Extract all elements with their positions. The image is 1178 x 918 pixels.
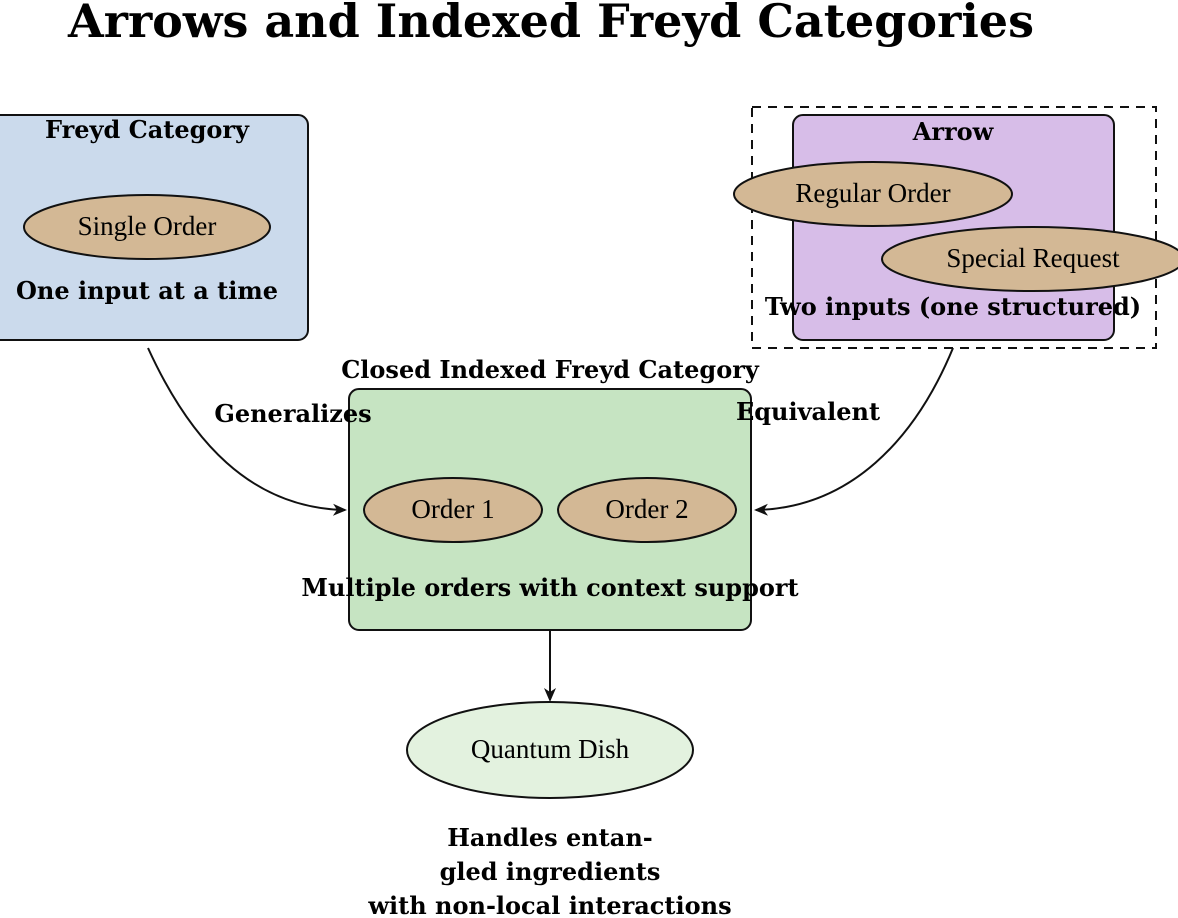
arrow-caption: Two inputs (one structured) <box>765 292 1141 321</box>
closed-indexed-freyd-header: Closed Indexed Freyd Category <box>341 355 760 384</box>
order-2-node <box>557 477 737 543</box>
equivalent-label: Equivalent <box>736 397 880 426</box>
generalizes-label: Generalizes <box>214 399 371 428</box>
regular-order-label: Regular Order <box>795 178 950 208</box>
single-order-label: Single Order <box>78 211 217 241</box>
closed-indexed-freyd-caption: Multiple orders with context support <box>301 573 798 602</box>
arrow-dashed-outline <box>751 106 1157 349</box>
order-1-node <box>363 477 543 543</box>
order-1-label: Order 1 <box>411 494 494 524</box>
diagram-title: Arrows and Indexed Freyd Categories <box>67 0 1034 48</box>
quantum-dish-node <box>406 701 694 799</box>
single-order-node <box>23 194 271 260</box>
special-request-label: Special Request <box>946 243 1120 273</box>
generalizes-edge <box>147 347 347 516</box>
order-2-label: Order 2 <box>605 494 688 524</box>
quantum-dish-label: Quantum Dish <box>471 734 630 764</box>
freyd-category-caption: One input at a time <box>16 276 278 305</box>
quantum-dish-caption-line-1: Handles entan- <box>447 823 652 852</box>
quantum-dish-caption-line-3: with non-local interactions <box>367 891 731 918</box>
quantum-dish-caption-line-2: gled ingredients <box>440 857 661 886</box>
regular-order-node <box>733 161 1013 227</box>
arrow-header: Arrow <box>912 117 995 146</box>
equivalent-edge <box>754 347 954 516</box>
freyd-category-header: Freyd Category <box>45 115 250 144</box>
special-request-node <box>881 226 1178 292</box>
